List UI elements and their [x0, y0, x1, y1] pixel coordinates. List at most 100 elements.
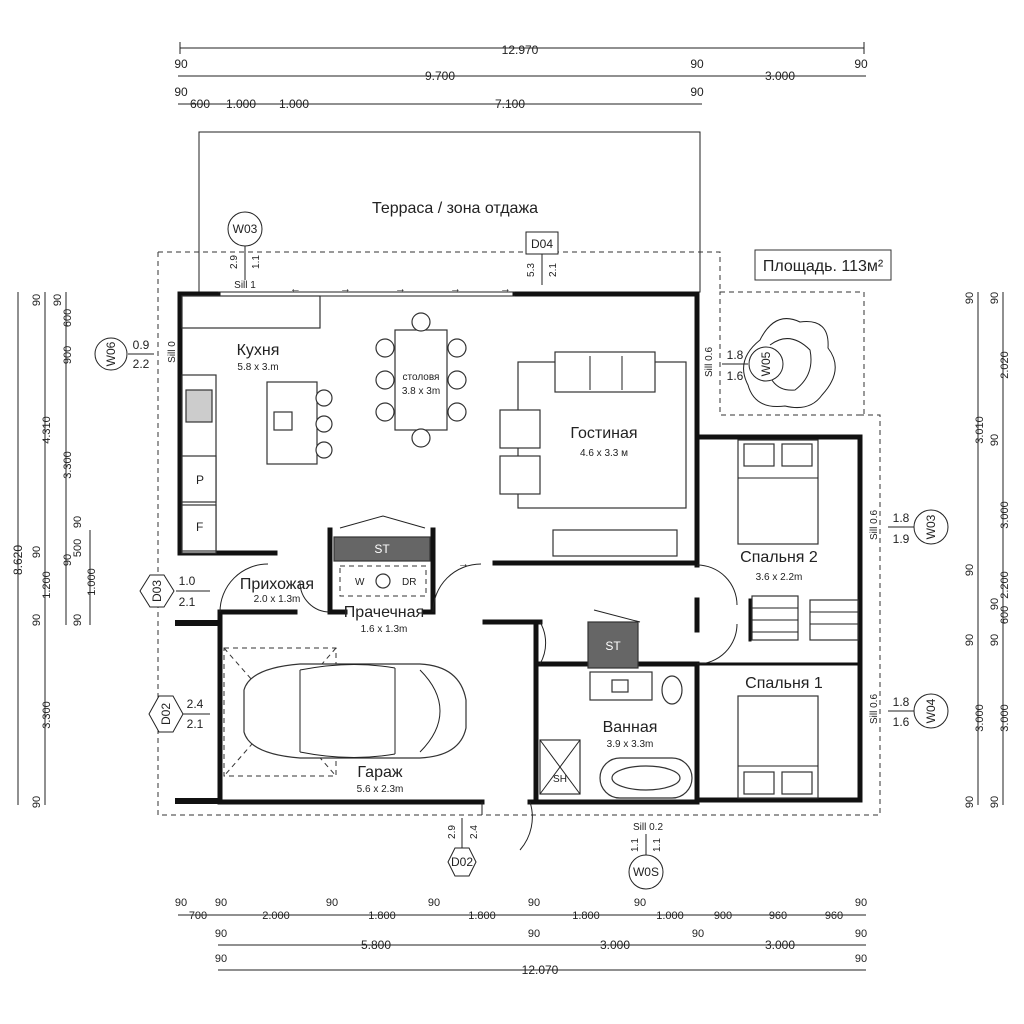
fridge-label: F [196, 520, 203, 534]
laundry-size: 1.6 x 1.3m [361, 624, 408, 635]
dining-label: столовя [403, 372, 440, 383]
laundry: ST W DR Прачечная 1.6 x 1.3m [299, 515, 482, 635]
tag-w04-b: 1.6 [893, 715, 910, 729]
tag-d03-text: D03 [150, 580, 164, 602]
tag-w05-b: 1.6 [727, 369, 744, 383]
bedroom-1: Спальня 1 [737, 675, 823, 799]
tag-d02-b: 2.1 [187, 717, 204, 731]
pantry-label: P [196, 473, 204, 487]
tag-d03-b: 2.1 [179, 595, 196, 609]
arrow-icon-5: → [500, 283, 511, 295]
dim-left-90-h: 90 [72, 614, 84, 626]
hall-size: 2.0 x 1.3m [254, 594, 301, 605]
dimensions-right: 90 3.010 90 3.000 90 90 90 2.020 90 3.00… [964, 292, 1011, 808]
washer-dryer [339, 565, 427, 597]
tag-w06-b: 2.2 [133, 357, 150, 371]
dim-bot-1800-a: 1.800 [368, 910, 396, 922]
chair [375, 402, 395, 422]
tag-w05-a: 1.8 [727, 348, 744, 362]
laundry-label: Прачечная [344, 604, 424, 621]
walls [177, 291, 863, 805]
tag-d03: D03 1.0 2.1 [139, 574, 210, 609]
pillow [781, 443, 813, 467]
tag-w03-top-b: 1.1 [251, 255, 262, 269]
dim-bot-90-m: 90 [855, 953, 867, 965]
garage: Гараж 5.6 x 2.3m [175, 620, 467, 804]
roof-outline [157, 251, 881, 816]
dining-size: 3.8 x 3m [402, 386, 440, 397]
tag-d04-a: 5.3 [526, 263, 537, 277]
garden-area [719, 291, 865, 416]
dim-right-90-e: 90 [989, 292, 1001, 304]
dim-left-90-e: 90 [52, 294, 64, 306]
dining: столовя 3.8 x 3m [375, 312, 467, 448]
tree-icon [743, 318, 836, 409]
dim-bot-90-j: 90 [692, 928, 704, 940]
dim-bot-90-a: 90 [175, 897, 187, 909]
dim-left-90-c: 90 [31, 614, 43, 626]
tag-w03: W03 1.8 1.9 Sill 0.6 [869, 509, 949, 546]
chair [375, 370, 395, 390]
dim-left-3300-b: 3.300 [62, 451, 74, 479]
tag-w03-top: W03 2.9 1.1 Sill 1 [227, 211, 263, 291]
dim-right-90-a: 90 [964, 292, 976, 304]
dim-left-600: 600 [62, 309, 74, 327]
storage-st-1-label: ST [374, 542, 390, 556]
tag-d04-text: D04 [531, 237, 553, 251]
dim-right-90-d: 90 [964, 796, 976, 808]
washer-drum [375, 573, 391, 589]
door-swing [539, 621, 547, 665]
dim-right-90-c: 90 [964, 634, 976, 646]
armchair [499, 455, 541, 495]
dim-left-overall: 8.620 [11, 545, 25, 575]
arrow-icon-4: → [450, 283, 461, 295]
dim-right-2020: 2.020 [999, 351, 1011, 379]
tag-w03-a: 1.8 [893, 511, 910, 525]
tag-w04: W04 1.8 1.6 Sill 0.6 [869, 693, 949, 729]
tag-d02-text: D02 [159, 703, 173, 725]
dim-top-1000-b: 1.000 [279, 97, 309, 111]
tag-w03-top-sill: Sill 1 [234, 280, 256, 291]
tag-d02-a: 2.4 [187, 697, 204, 711]
dim-top-90-d: 90 [174, 85, 188, 99]
tag-d02b-b: 2.4 [469, 825, 480, 839]
dim-left-90-b: 90 [31, 546, 43, 558]
garage-label: Гараж [357, 764, 402, 781]
dim-bot-1800-c: 1.800 [572, 910, 600, 922]
dim-top-9700: 9.700 [425, 69, 455, 83]
pillow [743, 443, 775, 467]
dim-top-1000-a: 1.000 [226, 97, 256, 111]
dim-left-90-g: 90 [72, 516, 84, 528]
dim-right-3000-a: 3.000 [999, 501, 1011, 529]
tag-w06: W06 0.9 2.2 Sill 0 [94, 337, 178, 371]
dim-bot-90-h: 90 [215, 928, 227, 940]
dim-top-90-a: 90 [174, 57, 188, 71]
dim-right-90-b: 90 [964, 564, 976, 576]
dim-left-3300-a: 3.300 [41, 701, 53, 729]
wardrobe-2 [809, 599, 859, 641]
chair [447, 402, 467, 422]
bedroom-2: Спальня 2 3.6 x 2.2m [696, 439, 859, 665]
tag-d04: D04 5.3 2.1 [525, 231, 559, 285]
dim-top-90-b: 90 [690, 57, 704, 71]
tag-w06-sill: Sill 0 [167, 341, 178, 363]
tag-w03-text: W03 [924, 514, 938, 539]
dim-left-90-a: 90 [31, 294, 43, 306]
dim-bot-700: 700 [189, 910, 207, 922]
dim-right-3010-b: 3.000 [974, 704, 986, 732]
storage-st-2 [587, 621, 639, 669]
washer-label: W [355, 577, 365, 588]
stool [315, 415, 333, 433]
tag-w04-text: W04 [924, 698, 938, 723]
dim-bot-2000: 2.000 [262, 910, 290, 922]
arrow-icon-2: → [340, 283, 351, 295]
dim-bot-5800: 5.800 [361, 938, 391, 952]
dim-bot-12070: 12.070 [522, 963, 559, 977]
car-icon [243, 663, 467, 759]
tag-d02: D02 2.4 2.1 [148, 695, 210, 733]
arrow-icon-1: ← [290, 283, 301, 295]
hall: Прихожая 2.0 x 1.3m [219, 563, 314, 613]
pillow [743, 771, 775, 795]
dim-left-500: 500 [72, 539, 84, 557]
area-label: Площадь. 113м² [763, 258, 884, 275]
